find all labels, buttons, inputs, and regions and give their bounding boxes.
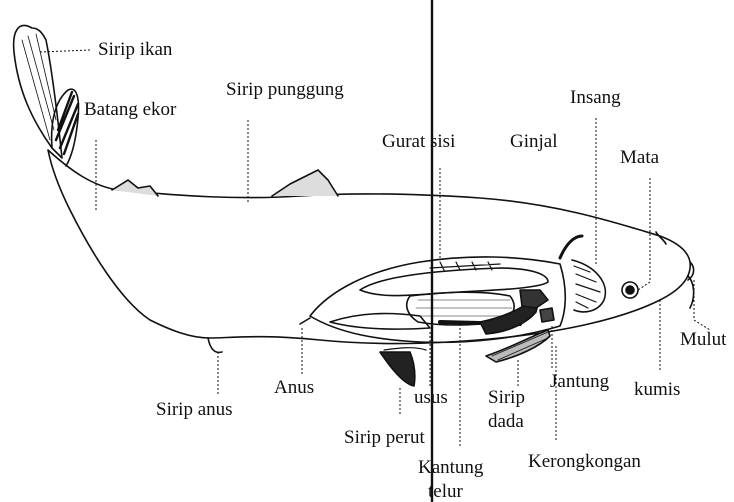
label-batang-ekor: Batang ekor bbox=[84, 100, 176, 119]
label-anus: Anus bbox=[274, 378, 314, 397]
label-ginjal: Ginjal bbox=[510, 132, 558, 151]
heart bbox=[540, 308, 554, 322]
pectoral-fin bbox=[486, 330, 550, 362]
leader-mulut bbox=[694, 280, 710, 330]
label-kantung-line1: Kantung bbox=[418, 458, 483, 477]
label-sirip-anus: Sirip anus bbox=[156, 400, 233, 419]
label-insang: Insang bbox=[570, 88, 621, 107]
gill bbox=[572, 260, 605, 312]
anal-fin bbox=[208, 338, 222, 352]
dorsal-fin-small bbox=[112, 180, 158, 196]
intestine bbox=[330, 314, 430, 330]
label-mulut: Mulut bbox=[680, 330, 726, 349]
label-gurat-sisi: Gurat sisi bbox=[382, 132, 455, 151]
label-mata: Mata bbox=[620, 148, 659, 167]
label-kerongkongan: Kerongkongan bbox=[528, 452, 641, 471]
label-sirip-perut: Sirip perut bbox=[344, 428, 425, 447]
label-kantung-line2: telur bbox=[428, 482, 463, 501]
label-sirip-punggung: Sirip punggung bbox=[226, 80, 344, 99]
label-usus: usus bbox=[414, 388, 448, 407]
dorsal-fin-large bbox=[272, 170, 338, 196]
label-jantung: Jantung bbox=[550, 372, 609, 391]
label-sirip-ikan: Sirip ikan bbox=[98, 40, 172, 59]
label-sirip-dada-line1: Sirip bbox=[488, 388, 525, 407]
label-sirip-dada-line2: dada bbox=[488, 412, 524, 431]
label-kumis: kumis bbox=[634, 380, 680, 399]
tail-fin bbox=[14, 25, 62, 158]
leader-mata bbox=[638, 178, 650, 290]
anus-mark bbox=[300, 318, 310, 324]
pelvic-fin bbox=[380, 352, 415, 386]
